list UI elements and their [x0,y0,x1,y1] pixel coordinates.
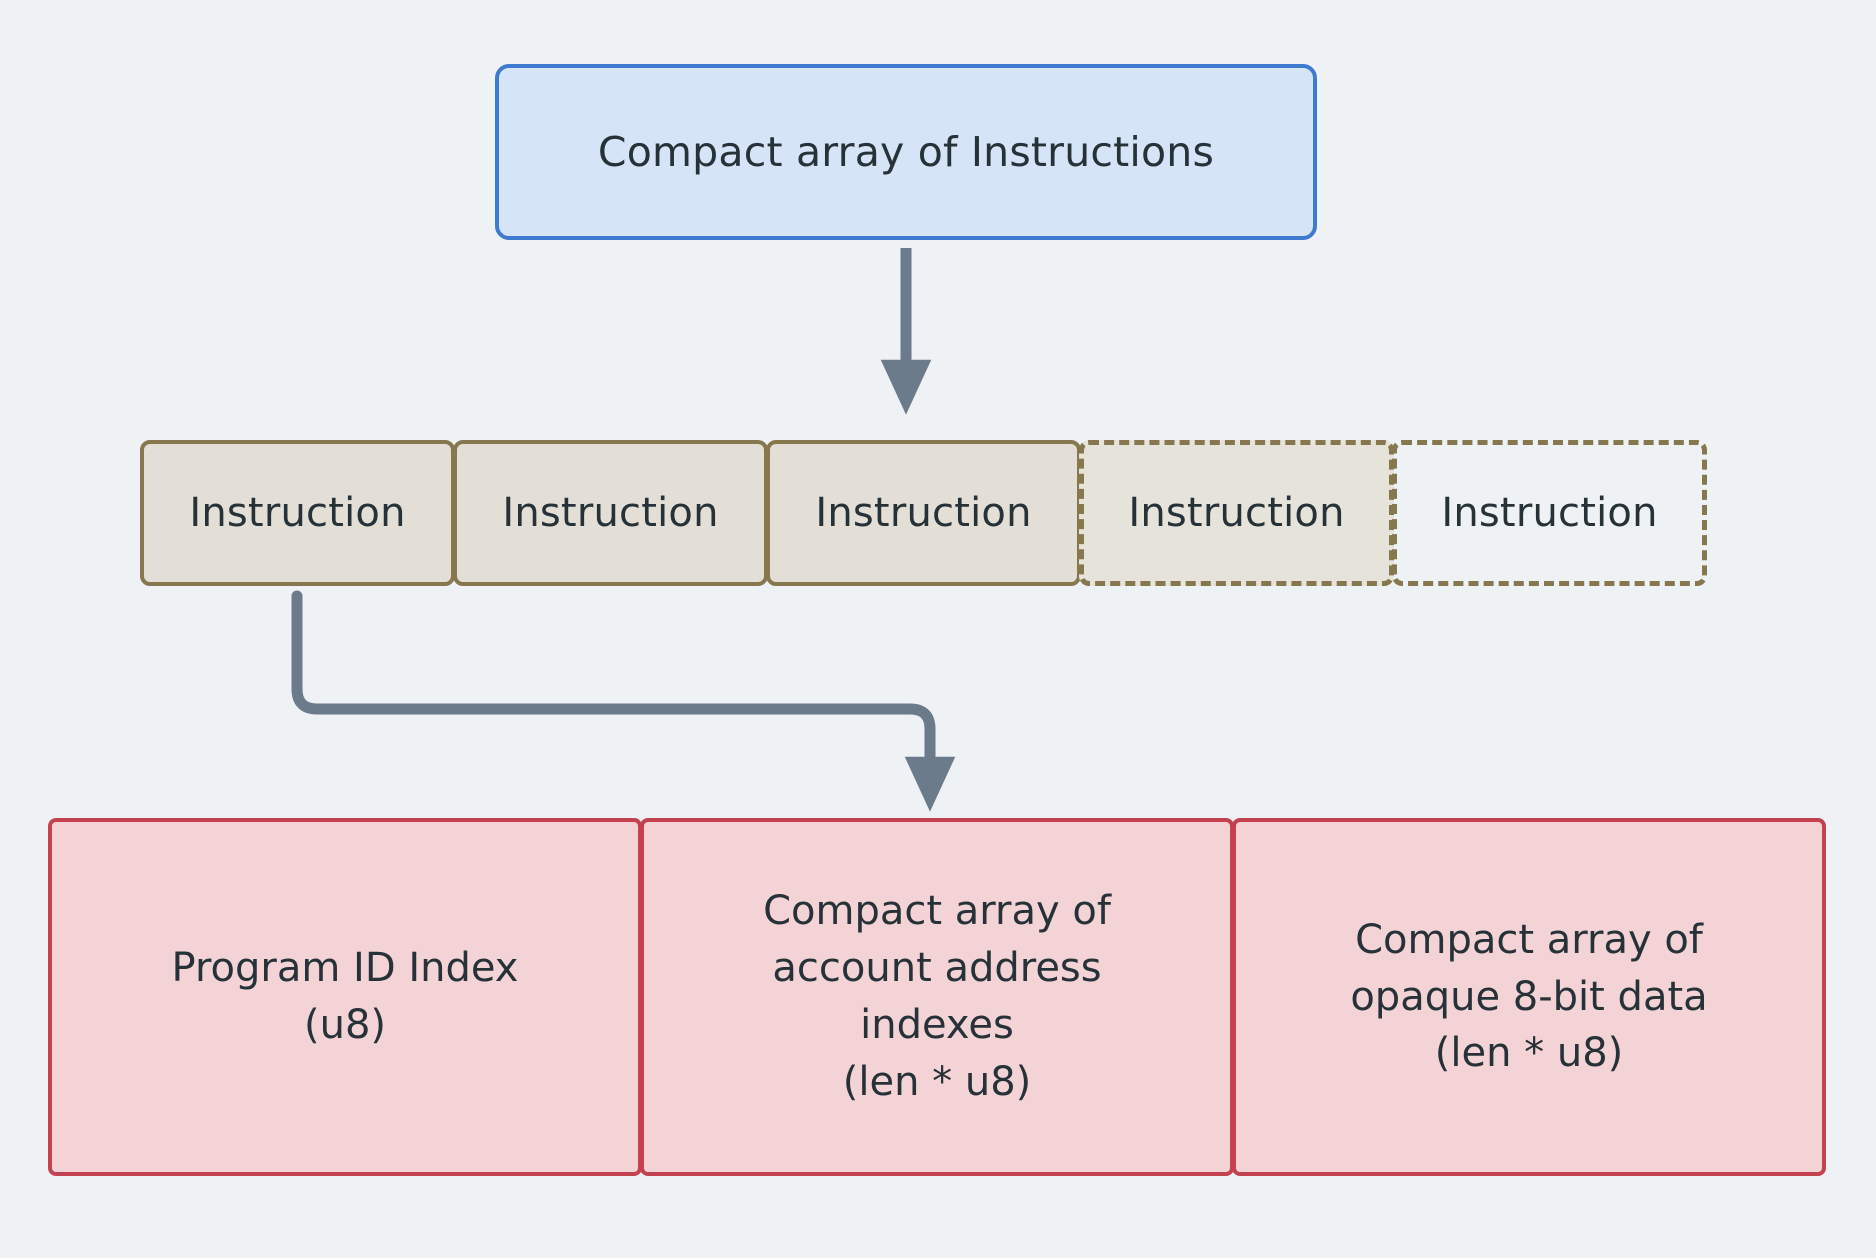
instruction-box-2[interactable]: Instruction [453,440,768,586]
instruction-box-5[interactable]: Instruction [1392,440,1707,586]
compact-array-of-instructions-node[interactable]: Compact array of Instructions [495,64,1317,240]
instruction-box-3[interactable]: Instruction [766,440,1081,586]
detail-cell-opaque-data[interactable]: Compact array of opaque 8-bit data (len … [1232,818,1826,1176]
instruction-detail-row: Program ID Index (u8) Compact array of a… [48,818,1826,1176]
instruction-array-row: Instruction Instruction Instruction Inst… [140,440,1707,586]
detail-cell-account-address-indexes[interactable]: Compact array of account address indexes… [640,818,1234,1176]
detail-cell-program-id-index[interactable]: Program ID Index (u8) [48,818,642,1176]
instruction-box-1[interactable]: Instruction [140,440,455,586]
arrow-instruction-to-detail [291,590,956,812]
instruction-box-4[interactable]: Instruction [1079,440,1394,586]
